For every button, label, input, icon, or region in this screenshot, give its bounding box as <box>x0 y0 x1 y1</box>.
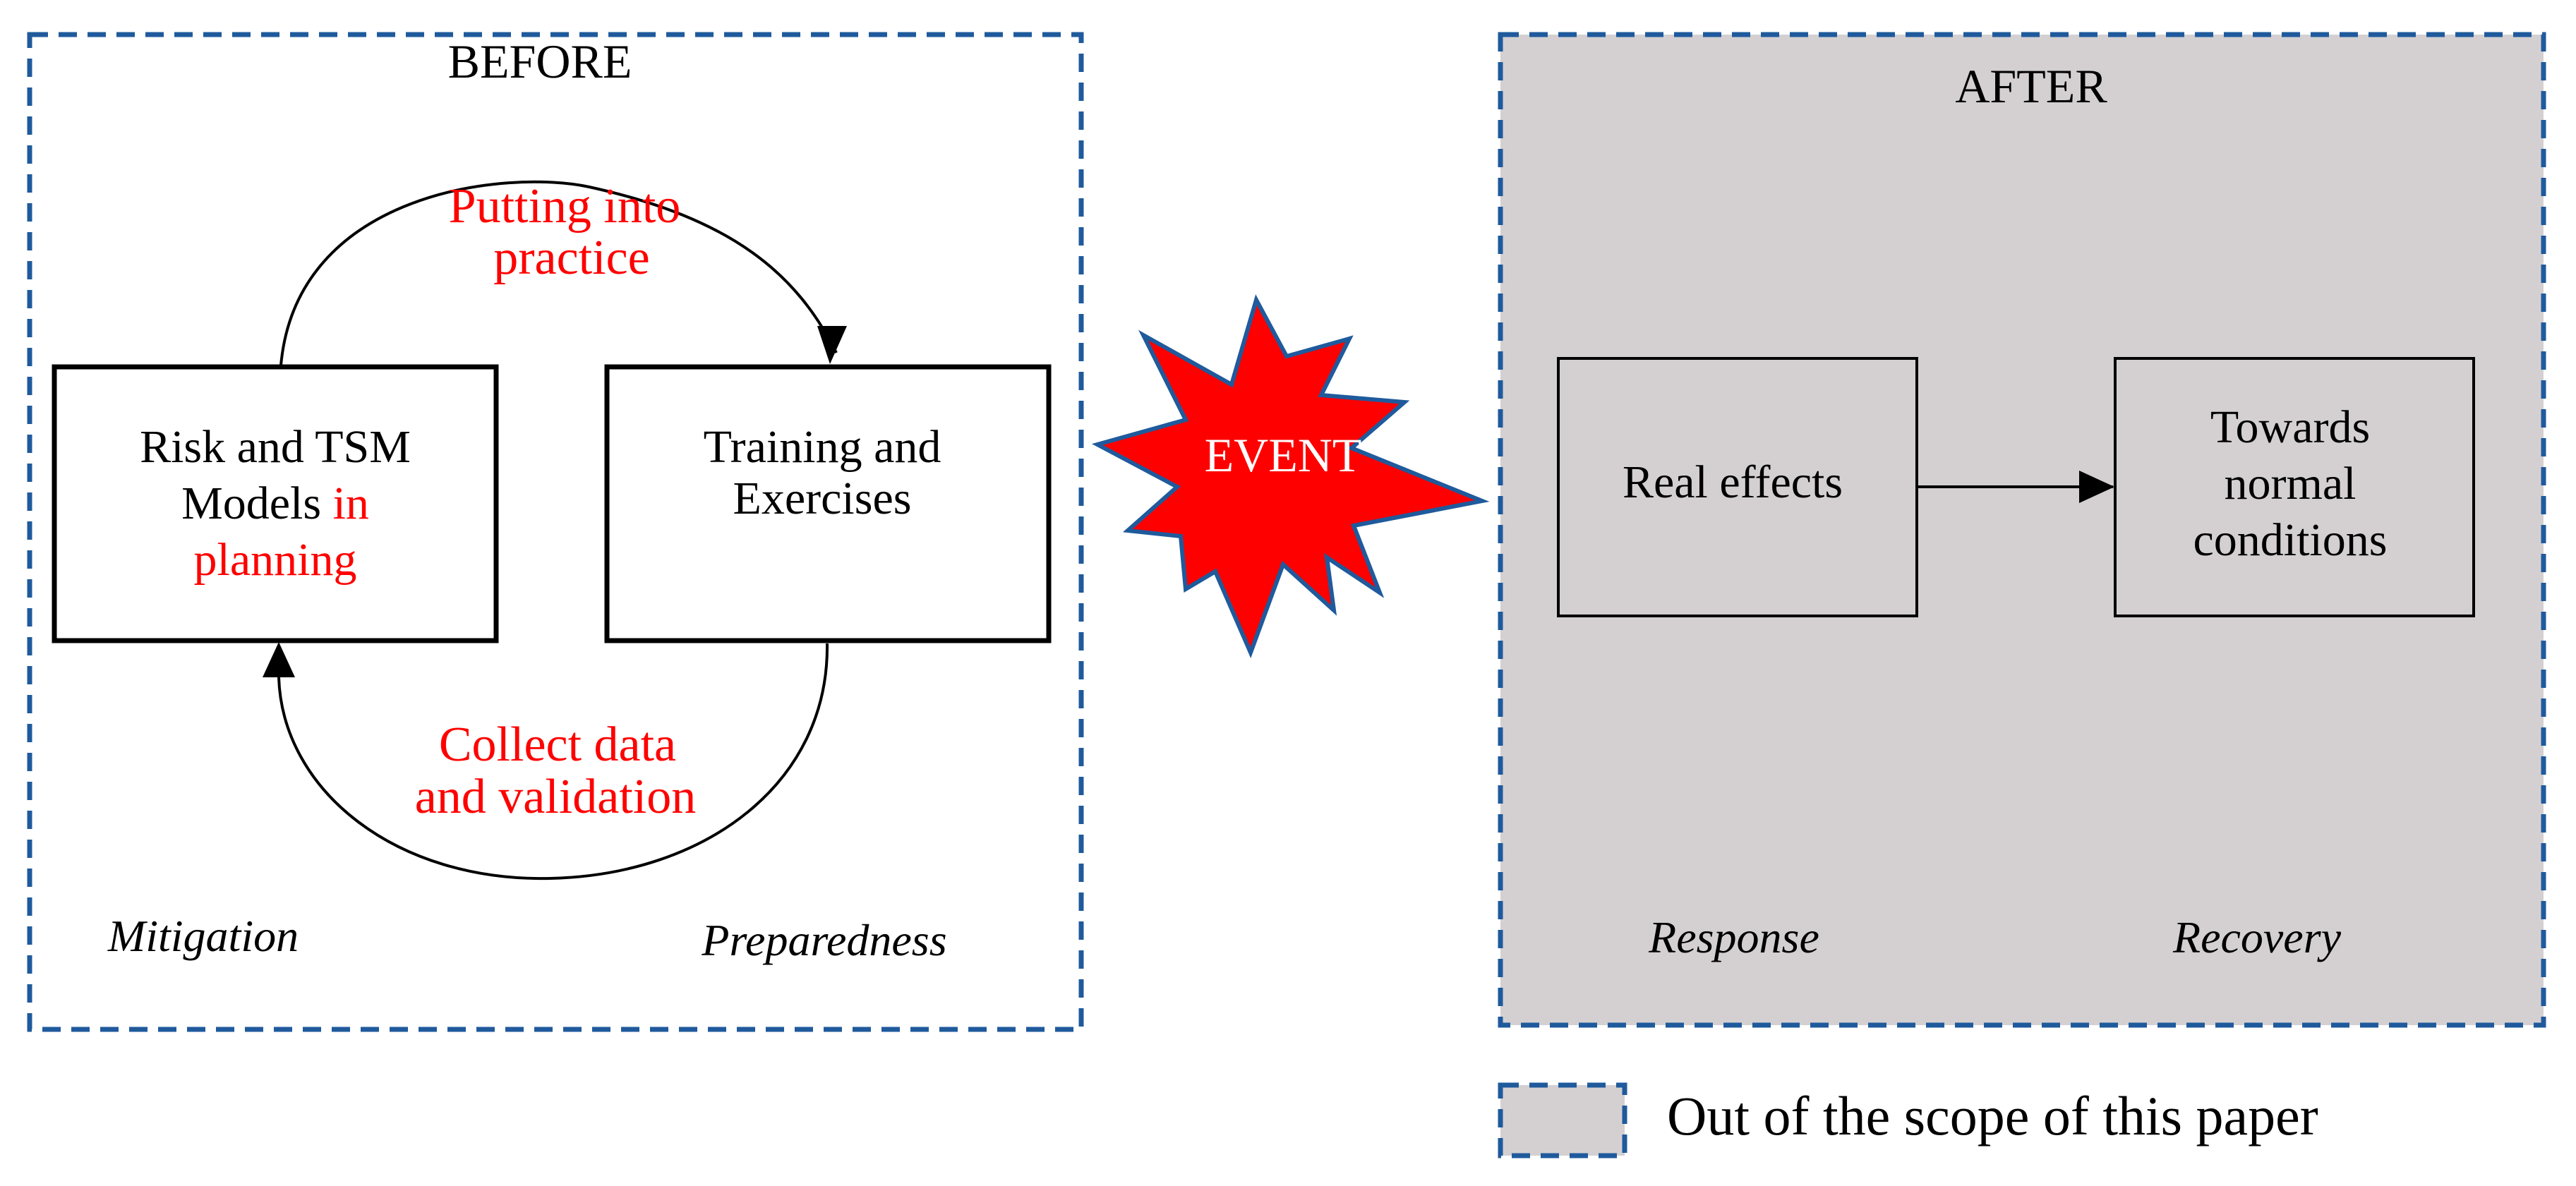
risk-models-box <box>52 364 499 643</box>
legend: Out of the scope of this paper <box>1498 1082 2318 1158</box>
legend-swatch <box>1498 1082 1627 1158</box>
before-title: BEFORE <box>448 35 632 88</box>
after-panel: AFTER Real effects Towards normal condit… <box>1498 32 2546 1028</box>
normal-conditions-box <box>2114 357 2475 617</box>
normal-conditions-line2: normal <box>2225 458 2357 509</box>
normal-conditions-line1: Towards <box>2210 401 2370 453</box>
putting-into-practice-line2: practice <box>493 231 649 285</box>
risk-models-line1: Risk and TSM <box>140 421 411 473</box>
before-panel: BEFORE Risk and TSM Models in planning T… <box>27 32 1084 1032</box>
phase-recovery: Recovery <box>2172 912 2342 962</box>
putting-into-practice-line1: Putting into <box>449 179 681 234</box>
normal-conditions-line3: conditions <box>2193 514 2388 566</box>
real-effects-label: Real effects <box>1623 456 1843 508</box>
risk-models-line3: planning <box>194 534 357 586</box>
event-star-shape <box>1091 294 1490 659</box>
training-box <box>604 364 1052 643</box>
collect-data-line1: Collect data <box>439 718 676 772</box>
phase-mitigation: Mitigation <box>107 911 299 961</box>
event-starburst: EVENT <box>1091 294 1490 659</box>
phase-response: Response <box>1648 912 1819 962</box>
training-line1: Training and <box>704 421 941 473</box>
after-title: AFTER <box>1955 59 2107 113</box>
real-effects-box <box>1557 357 1918 617</box>
collect-data-line2: and validation <box>415 770 697 824</box>
risk-models-line2: Models in <box>181 478 369 529</box>
training-line2: Exercises <box>733 473 912 524</box>
arrow-putting-into-practice <box>279 180 838 366</box>
phase-preparedness: Preparedness <box>701 915 946 965</box>
arrow-collect-data <box>277 643 829 881</box>
event-label: EVENT <box>1205 428 1362 482</box>
arrowhead-bottom <box>263 642 295 677</box>
legend-label: Out of the scope of this paper <box>1667 1085 2318 1146</box>
arrowhead-top <box>817 326 847 364</box>
arrowhead-after <box>2079 471 2114 503</box>
